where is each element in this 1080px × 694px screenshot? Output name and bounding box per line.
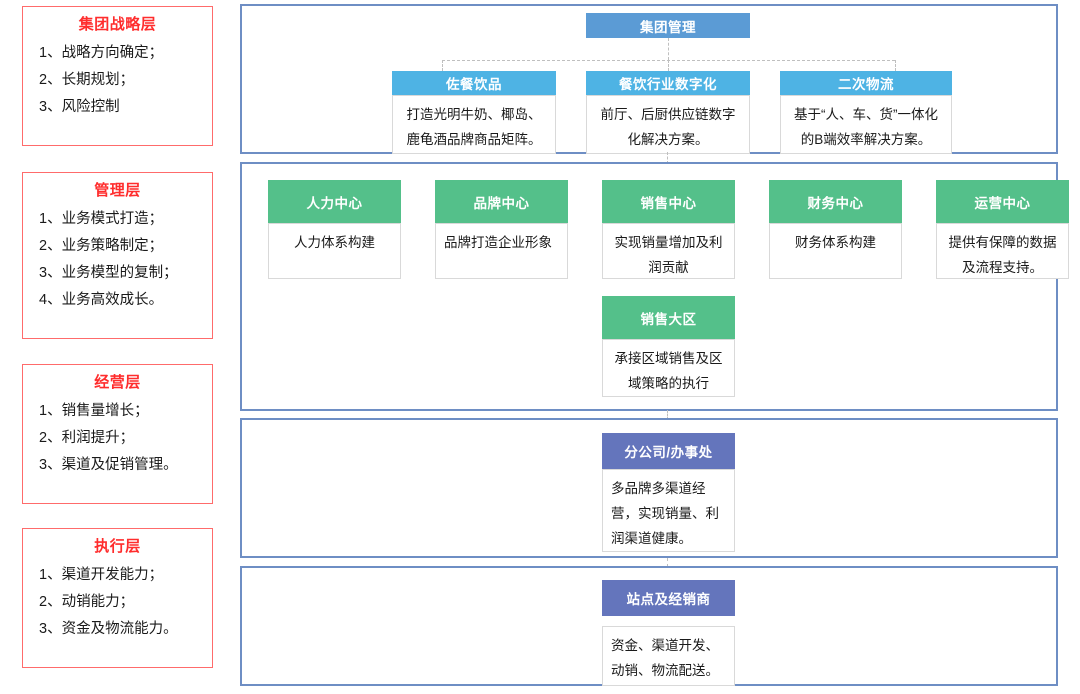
node-finance-center[interactable]: 财务中心 财务体系构建 [769, 180, 902, 279]
sidebar-box-management: 管理层 1、业务模式打造； 2、业务策略制定； 3、业务模型的复制； 4、业务高… [22, 172, 213, 339]
panel-management-layer: 人力中心 人力体系构建 品牌中心 品牌打造企业形象 销售中心 实现销量增加及利润… [240, 162, 1069, 411]
sidebar-box-title: 执行层 [94, 538, 141, 555]
sidebar-box-item: 2、业务策略制定； [39, 238, 164, 254]
node-restaurant-digitalization[interactable]: 餐饮行业数字化 前厅、后厨供应链数字化解决方案。 [586, 71, 750, 154]
sidebar-box-item: 2、利润提升； [39, 430, 135, 446]
node-description: 基于“人、车、货”一体化的B端效率解决方案。 [780, 95, 952, 154]
node-description: 实现销量增加及利润贡献 [602, 223, 735, 279]
sidebar-box-title: 经营层 [94, 374, 141, 391]
panel-execution-layer: 站点及经销商 资金、渠道开发、动销、物流配送。 [240, 566, 1058, 686]
node-header: 分公司/办事处 [602, 433, 735, 469]
node-side-dish-beverage[interactable]: 佐餐饮品 打造光明牛奶、椰岛、鹿龟酒品牌商品矩阵。 [392, 71, 556, 154]
panel-strategy-layer: 集团管理 佐餐饮品 打造光明牛奶、椰岛、鹿龟酒品牌商品矩阵。 餐饮行业数字化 前… [240, 4, 1058, 154]
connector-root-down [668, 38, 669, 60]
sidebar-box-item: 1、业务模式打造； [39, 211, 164, 227]
node-header: 销售中心 [602, 180, 735, 223]
node-description: 提供有保障的数据及流程支持。 [936, 223, 1069, 279]
sidebar-box-item: 1、战略方向确定； [39, 45, 164, 61]
node-header: 运营中心 [936, 180, 1069, 223]
sidebar-box-item: 2、长期规划； [39, 72, 135, 88]
node-brand-center[interactable]: 品牌中心 品牌打造企业形象 [435, 180, 568, 279]
connector-panel3-to-panel4 [667, 558, 668, 567]
connector-branch-left [442, 60, 443, 75]
node-description: 前厅、后厨供应链数字化解决方案。 [586, 95, 750, 154]
node-secondary-logistics[interactable]: 二次物流 基于“人、车、货”一体化的B端效率解决方案。 [780, 71, 952, 154]
sidebar-box-item: 3、风险控制 [39, 99, 120, 115]
node-header: 销售大区 [602, 296, 735, 339]
node-header: 站点及经销商 [602, 580, 735, 616]
node-description: 资金、渠道开发、动销、物流配送。 [602, 626, 735, 686]
node-header: 集团管理 [586, 13, 750, 38]
node-header: 餐饮行业数字化 [586, 71, 750, 95]
sidebar-box-item: 3、资金及物流能力。 [39, 621, 178, 637]
node-header: 财务中心 [769, 180, 902, 223]
sidebar-box-item: 1、渠道开发能力； [39, 567, 164, 583]
node-sales-center[interactable]: 销售中心 实现销量增加及利润贡献 [602, 180, 735, 279]
node-header: 人力中心 [268, 180, 401, 223]
node-description: 承接区域销售及区域策略的执行 [602, 339, 735, 397]
node-operations-center[interactable]: 运营中心 提供有保障的数据及流程支持。 [936, 180, 1069, 279]
node-branch-office[interactable]: 分公司/办事处 多品牌多渠道经营，实现销量、利润渠道健康。 [602, 433, 735, 552]
sidebar-box-operation: 经营层 1、销售量增长； 2、利润提升； 3、渠道及促销管理。 [22, 364, 213, 504]
node-header: 品牌中心 [435, 180, 568, 223]
node-description: 品牌打造企业形象 [435, 223, 568, 279]
sidebar-box-item: 2、动销能力； [39, 594, 135, 610]
connector-panel2-to-panel3 [667, 410, 668, 420]
sidebar-box-item: 3、业务模型的复制； [39, 265, 178, 281]
sidebar-box-title: 管理层 [94, 182, 141, 199]
sidebar-box-strategy: 集团战略层 1、战略方向确定； 2、长期规划； 3、风险控制 [22, 6, 213, 146]
node-sales-region[interactable]: 销售大区 承接区域销售及区域策略的执行 [602, 296, 735, 397]
node-hr-center[interactable]: 人力中心 人力体系构建 [268, 180, 401, 279]
sidebar-box-title: 集团战略层 [78, 16, 157, 33]
sidebar-box-item: 1、销售量增长； [39, 403, 149, 419]
node-group-management[interactable]: 集团管理 [586, 13, 750, 38]
node-description: 多品牌多渠道经营，实现销量、利润渠道健康。 [602, 469, 735, 552]
node-description: 人力体系构建 [268, 223, 401, 279]
connector-branch-middle [668, 60, 669, 75]
node-description: 打造光明牛奶、椰岛、鹿龟酒品牌商品矩阵。 [392, 95, 556, 154]
connector-branch-right [895, 60, 896, 75]
node-station-distributor[interactable]: 站点及经销商 资金、渠道开发、动销、物流配送。 [602, 580, 735, 686]
connector-panel1-to-panel2 [667, 152, 668, 164]
node-header: 二次物流 [780, 71, 952, 95]
sidebar-box-item: 3、渠道及促销管理。 [39, 457, 178, 473]
node-description: 财务体系构建 [769, 223, 902, 279]
sidebar-box-execution: 执行层 1、渠道开发能力； 2、动销能力； 3、资金及物流能力。 [22, 528, 213, 668]
node-header: 佐餐饮品 [392, 71, 556, 95]
sidebar-box-item: 4、业务高效成长。 [39, 292, 164, 308]
panel-operation-layer: 分公司/办事处 多品牌多渠道经营，实现销量、利润渠道健康。 [240, 418, 1058, 558]
